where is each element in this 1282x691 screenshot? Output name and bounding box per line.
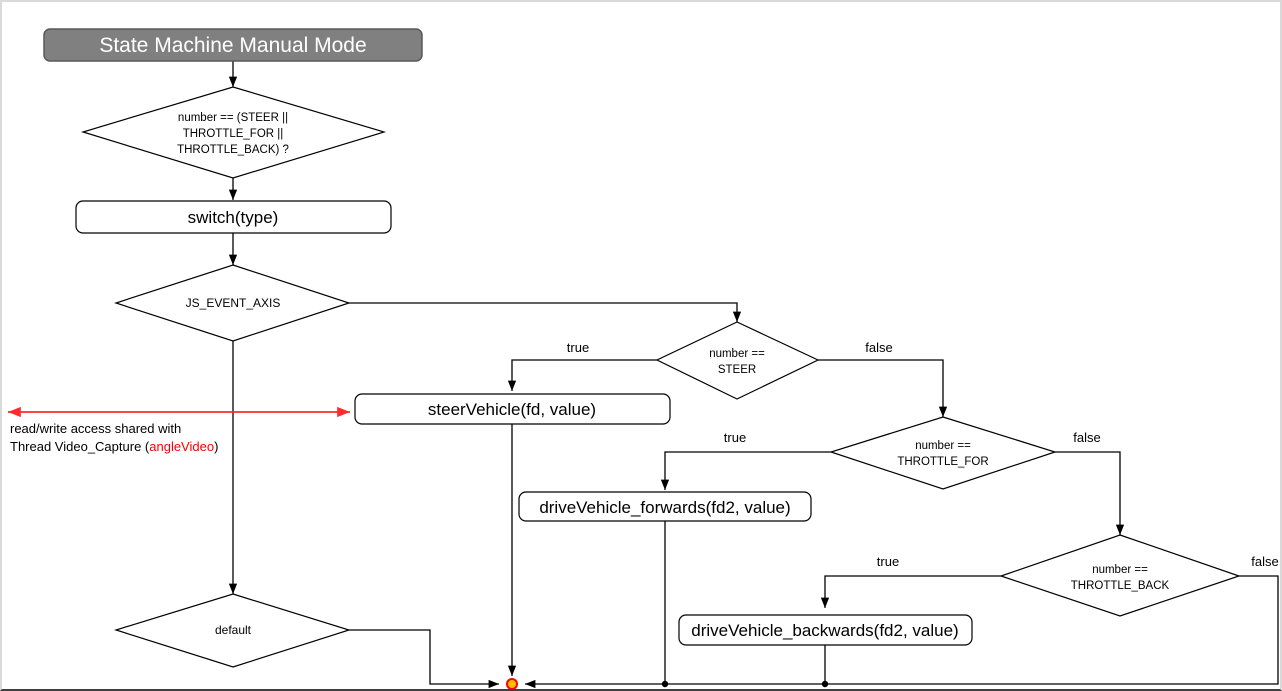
node-start-label: State Machine Manual Mode <box>99 34 366 57</box>
edge-throttlefor-true-to-forwards <box>660 451 831 490</box>
edge-label-throttle-back-false: false <box>1251 554 1278 569</box>
node-decision-throttle-for-line1: number == <box>915 440 971 452</box>
node-js-event-axis-diamond[interactable] <box>114 264 351 342</box>
edge-throttleback-false-to-merge <box>525 575 1279 689</box>
node-condition-number-diamond[interactable] <box>80 86 387 179</box>
edge-throttleback-true-to-backwards <box>820 575 1001 608</box>
node-drive-backwards-label: driveVehicle_backwards(fd2, value) <box>691 621 958 640</box>
edge-default-to-merge <box>349 629 499 689</box>
node-decision-throttle-for-line2: THROTTLE_FOR <box>897 456 988 468</box>
edge-throttlefor-false-to-throttleback <box>1055 451 1125 535</box>
node-decision-steer-diamond[interactable] <box>655 321 820 400</box>
annotation-line-2-suffix: ) <box>214 439 218 454</box>
edge-label-throttle-for-false: false <box>1073 430 1100 445</box>
node-switch-type-label: switch(type) <box>188 208 279 227</box>
edge-steer-false-to-throttlefor <box>818 359 948 417</box>
annotation-line-2-prefix: Thread Video_Capture ( <box>10 439 150 454</box>
node-drive-forwards-label: driveVehicle_forwards(fd2, value) <box>539 498 790 517</box>
node-drive-forwards-box[interactable] <box>518 491 812 522</box>
node-condition-number-line1: number == (STEER || <box>178 112 288 124</box>
node-condition-number-line2: THROTTLE_FOR || <box>183 128 284 140</box>
edge-label-throttle-for-true: true <box>724 430 746 445</box>
node-switch-type-box[interactable] <box>75 200 392 234</box>
node-drive-backwards-box[interactable] <box>678 614 973 646</box>
annotation-line-1: read/write access shared with <box>10 421 181 436</box>
edge-label-steer-false: false <box>865 340 892 355</box>
node-steer-vehicle-box[interactable] <box>354 393 671 425</box>
node-steer-vehicle-label: steerVehicle(fd, value) <box>428 400 596 419</box>
node-start-box[interactable] <box>43 28 423 62</box>
node-default-diamond[interactable] <box>113 593 351 668</box>
node-condition-number-line3: THROTTLE_BACK) ? <box>177 144 289 156</box>
edge-steer-true-to-steervehicle <box>507 359 657 391</box>
node-js-event-axis-label: JS_EVENT_AXIS <box>186 296 281 310</box>
node-default-label: default <box>215 623 252 637</box>
edge-label-throttle-back-true: true <box>877 554 899 569</box>
node-decision-throttle-back-line1: number == <box>1092 564 1148 576</box>
node-decision-throttle-back-line2: THROTTLE_BACK <box>1071 580 1170 592</box>
edge-jsevent-to-steer-decision <box>349 302 742 322</box>
node-decision-steer-line2: STEER <box>718 364 756 376</box>
annotation-line-2: Thread Video_Capture (angleVideo) <box>10 439 218 454</box>
node-decision-steer-line1: number == <box>709 348 765 360</box>
merge-point <box>506 678 518 689</box>
junction-dot-forwards <box>661 680 669 688</box>
edge-label-steer-true: true <box>567 340 589 355</box>
node-decision-throttle-for-diamond[interactable] <box>829 416 1057 490</box>
junction-dot-backwards <box>821 680 829 688</box>
node-decision-throttle-back-diamond[interactable] <box>999 534 1241 617</box>
annotation-highlight-anglevideo: angleVideo <box>149 439 214 454</box>
